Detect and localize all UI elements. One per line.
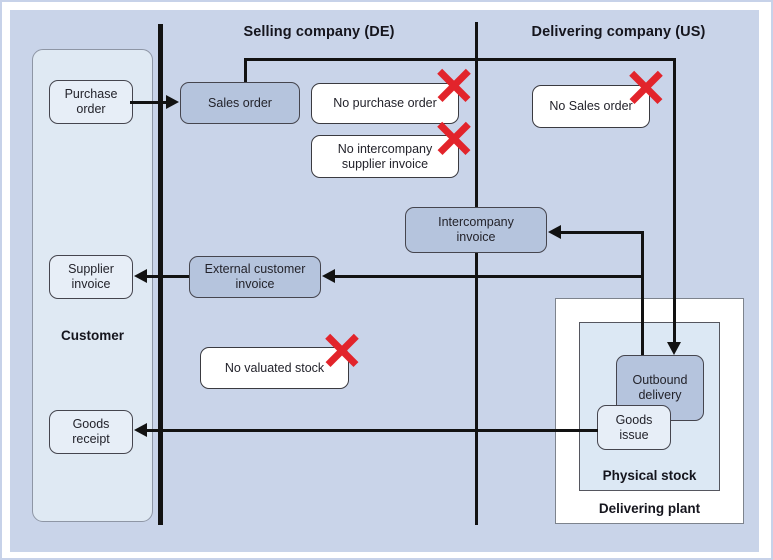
flow-goods-issue-to-receipt-arrowhead <box>134 423 147 437</box>
red-x-icon-no-intercompany-supplier-invoice <box>437 121 471 155</box>
no-sales-order-box: No Sales order <box>532 85 650 128</box>
customer-boundary-line <box>158 24 163 525</box>
sales-order-box: Sales order <box>180 82 300 124</box>
no-valuated-stock-box: No valuated stock <box>200 347 349 389</box>
no-intercompany-supplier-invoice-box: No intercompany supplier invoice <box>311 135 459 178</box>
flow-to-external-invoice-arrowhead <box>322 269 335 283</box>
physical-stock-label: Physical stock <box>602 468 697 483</box>
flow-external-to-supplier-line <box>146 275 189 278</box>
delivering-company-header: Delivering company (US) <box>531 24 706 40</box>
flow-outbound-to-intercompany-arrowhead <box>548 225 561 239</box>
flow-to-external-invoice-line <box>334 275 644 278</box>
flow-sales-to-outbound-top-line <box>244 58 676 61</box>
flow-goods-issue-to-receipt-line <box>146 429 598 432</box>
intercompany-invoice-box: Intercompany invoice <box>405 207 547 253</box>
red-x-icon-no-purchase-order <box>437 68 471 102</box>
flow-sales-to-outbound-arrowhead <box>667 342 681 355</box>
flow-outbound-to-intercompany-line <box>560 231 644 234</box>
goods-issue-box: Goods issue <box>597 405 671 450</box>
red-x-icon-no-valuated-stock <box>325 333 359 367</box>
supplier-invoice-box: Supplier invoice <box>49 255 133 299</box>
flow-sales-to-outbound-drop-line <box>673 58 676 343</box>
goods-receipt-box: Goods receipt <box>49 410 133 454</box>
company-divider-line <box>475 22 478 525</box>
flow-external-to-supplier-arrowhead <box>134 269 147 283</box>
red-x-icon-no-sales-order <box>629 70 663 104</box>
purchase-order-box: Purchase order <box>49 80 133 124</box>
flow-purchase-to-sales-line <box>130 101 167 104</box>
external-customer-invoice-box: External customer invoice <box>189 256 321 298</box>
flow-sales-to-outbound-riser <box>244 59 247 82</box>
flow-outbound-to-invoices-riser <box>641 232 644 355</box>
flow-purchase-to-sales-arrowhead <box>166 95 179 109</box>
delivering-plant-label: Delivering plant <box>598 501 701 516</box>
customer-label: Customer <box>60 328 124 343</box>
selling-company-header: Selling company (DE) <box>243 24 395 40</box>
no-purchase-order-box: No purchase order <box>311 83 459 124</box>
